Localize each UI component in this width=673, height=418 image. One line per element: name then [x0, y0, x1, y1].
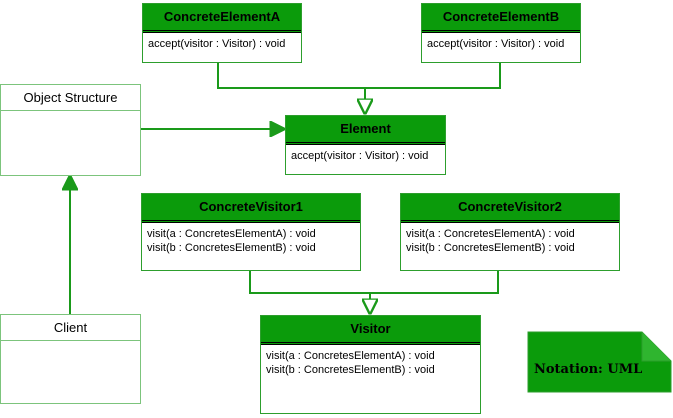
class-operations: accept(visitor : Visitor) : void: [286, 145, 445, 167]
class-name: ConcreteVisitor2: [401, 194, 619, 223]
class-operations: accept(visitor : Visitor) : void: [143, 33, 301, 55]
box-title: Object Structure: [1, 85, 140, 111]
operation: accept(visitor : Visitor) : void: [291, 150, 429, 162]
operation: visit(b : ConcretesElementB) : void: [406, 242, 575, 254]
box-object-structure[interactable]: Object Structure: [0, 84, 141, 176]
operation: accept(visitor : Visitor) : void: [148, 38, 286, 50]
operation: accept(visitor : Visitor) : void: [427, 38, 565, 50]
edge-element-a-to-element: [217, 62, 501, 89]
class-operations: accept(visitor : Visitor) : void: [422, 33, 580, 55]
operation: visit(a : ConcretesElementA) : void: [406, 228, 575, 240]
note-shape: [527, 331, 672, 393]
class-name: ConcreteVisitor1: [142, 194, 360, 223]
operation: visit(b : ConcretesElementB) : void: [147, 242, 316, 254]
class-concrete-element-b[interactable]: ConcreteElementB accept(visitor : Visito…: [421, 3, 581, 63]
operation: visit(a : ConcretesElementA) : void: [147, 228, 316, 240]
class-name: Element: [286, 116, 445, 145]
class-concrete-element-a[interactable]: ConcreteElementA accept(visitor : Visito…: [142, 3, 302, 63]
class-operations: visit(a : ConcretesElementA) : void visi…: [261, 345, 480, 381]
operation: visit(b : ConcretesElementB) : void: [266, 364, 435, 376]
class-visitor[interactable]: Visitor visit(a : ConcretesElementA) : v…: [260, 315, 481, 414]
class-concrete-visitor-2[interactable]: ConcreteVisitor2 visit(a : ConcretesElem…: [400, 193, 620, 271]
class-name: ConcreteElementB: [422, 4, 580, 33]
notation-note: Notation: UML: [534, 362, 643, 377]
box-client[interactable]: Client: [0, 314, 141, 404]
note-fold: [641, 332, 671, 362]
class-name: Visitor: [261, 316, 480, 345]
class-operations: visit(a : ConcretesElementA) : void visi…: [401, 223, 619, 259]
operation: visit(a : ConcretesElementA) : void: [266, 350, 435, 362]
class-name: ConcreteElementA: [143, 4, 301, 33]
box-title: Client: [1, 315, 140, 341]
edge-visitors-to-visitor: [249, 270, 499, 294]
class-element[interactable]: Element accept(visitor : Visitor) : void: [285, 115, 446, 175]
class-operations: visit(a : ConcretesElementA) : void visi…: [142, 223, 360, 259]
class-concrete-visitor-1[interactable]: ConcreteVisitor1 visit(a : ConcretesElem…: [141, 193, 361, 271]
